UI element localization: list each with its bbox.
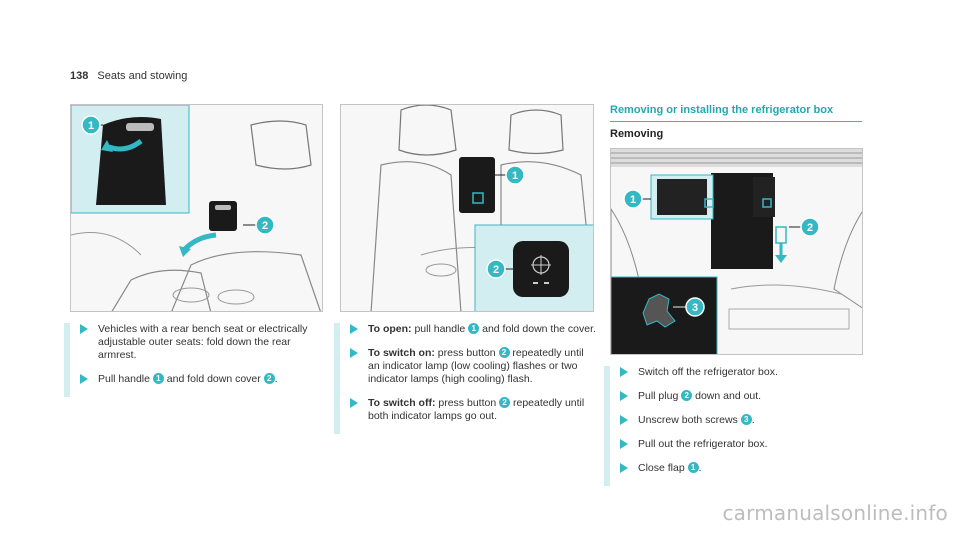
instruction-text: Pull handle (98, 373, 153, 385)
trunk-illustration: 1 2 3 (611, 149, 862, 354)
arrow-icon (620, 391, 628, 401)
section-title-header: Seats and stowing (97, 70, 188, 82)
svg-text:1: 1 (88, 120, 94, 132)
col2-instructions: To open: pull handle 1 and fold down the… (334, 323, 596, 434)
callout-number: 1 (152, 373, 164, 384)
arrow-icon (620, 415, 628, 425)
svg-text:1: 1 (630, 194, 636, 206)
callout-number: 2 (498, 347, 510, 358)
watermark[interactable]: carmanualsonline.info (722, 501, 948, 525)
arrow-icon (350, 348, 358, 358)
callout-number: 3 (740, 414, 752, 425)
section-heading: Removing or installing the refrigerator … (610, 104, 862, 122)
col3-instructions: Switch off the refrigerator box. Pull pl… (604, 366, 866, 486)
instruction-text: Pull plug (638, 390, 682, 402)
instruction-label: To open: (368, 323, 412, 335)
arrow-icon (80, 324, 88, 334)
instruction-to-open: To open: pull handle 1 and fold down the… (348, 323, 596, 336)
instruction-text: . (698, 462, 702, 474)
arrow-icon (80, 374, 88, 384)
instruction-text: press button (434, 347, 499, 359)
instruction-text: Unscrew both screws (638, 414, 741, 426)
callout-number: 1 (687, 462, 699, 473)
instruction-switch-off-box: Switch off the refrigerator box. (618, 366, 866, 379)
instruction-text: Pull out the refrigerator box. (638, 438, 768, 450)
instruction-text: . (274, 373, 278, 385)
figure-refrigerator-trunk: 1 2 3 (610, 148, 863, 355)
callout-number: 2 (681, 390, 693, 401)
callout-number: 2 (263, 373, 275, 384)
col1-instructions: Vehicles with a rear bench seat or elect… (64, 323, 326, 397)
figure-rear-armrest: 1 2 (70, 104, 323, 312)
instruction-label: To switch on: (368, 347, 435, 359)
instruction-text: and fold down cover (163, 373, 264, 385)
instruction-text: and fold down the cover. (479, 323, 596, 335)
instruction-text: Close flap (638, 462, 688, 474)
instruction-label: To switch off: (368, 397, 436, 409)
svg-text:3: 3 (692, 302, 698, 314)
callout-number: 1 (468, 323, 480, 334)
svg-text:2: 2 (493, 264, 499, 276)
instruction-pull-plug: Pull plug 2 down and out. (618, 390, 866, 403)
figure-refrigerator-console: 1 2 (340, 104, 594, 312)
instruction-text: Vehicles with a rear bench seat or elect… (98, 323, 308, 361)
arrow-icon (350, 398, 358, 408)
instruction-pull-handle: Pull handle 1 and fold down cover 2. (78, 373, 326, 386)
armrest-illustration: 1 2 (71, 105, 322, 311)
page-header: 138 Seats and stowing (70, 70, 187, 82)
callout-number: 2 (499, 397, 511, 408)
instruction-text: repeatedly until both indicator lamps go… (368, 397, 585, 422)
svg-text:1: 1 (512, 170, 518, 182)
instruction-text: Switch off the refrigerator box. (638, 366, 778, 378)
page-number: 138 (70, 70, 89, 82)
svg-text:2: 2 (262, 220, 268, 232)
instruction-pull-out-box: Pull out the refrigerator box. (618, 438, 866, 451)
instruction-to-switch-on: To switch on: press button 2 repeatedly … (348, 347, 596, 386)
instruction-text: press button (435, 397, 500, 409)
subheading-removing: Removing (610, 128, 664, 140)
arrow-icon (350, 324, 358, 334)
instruction-text: pull handle (411, 323, 469, 335)
instruction-unscrew-screws: Unscrew both screws 3. (618, 414, 866, 427)
console-illustration: 1 2 (341, 105, 593, 311)
instruction-text: . (751, 414, 755, 426)
instruction-text: down and out. (692, 390, 762, 402)
instruction-to-switch-off: To switch off: press button 2 repeatedly… (348, 397, 596, 423)
instruction-text: repeatedly until an indicator lamp (low … (368, 347, 584, 385)
instruction-fold-armrest: Vehicles with a rear bench seat or elect… (78, 323, 326, 362)
arrow-icon (620, 463, 628, 473)
instruction-close-flap: Close flap 1. (618, 462, 866, 475)
svg-text:2: 2 (807, 222, 813, 234)
arrow-icon (620, 439, 628, 449)
arrow-icon (620, 367, 628, 377)
